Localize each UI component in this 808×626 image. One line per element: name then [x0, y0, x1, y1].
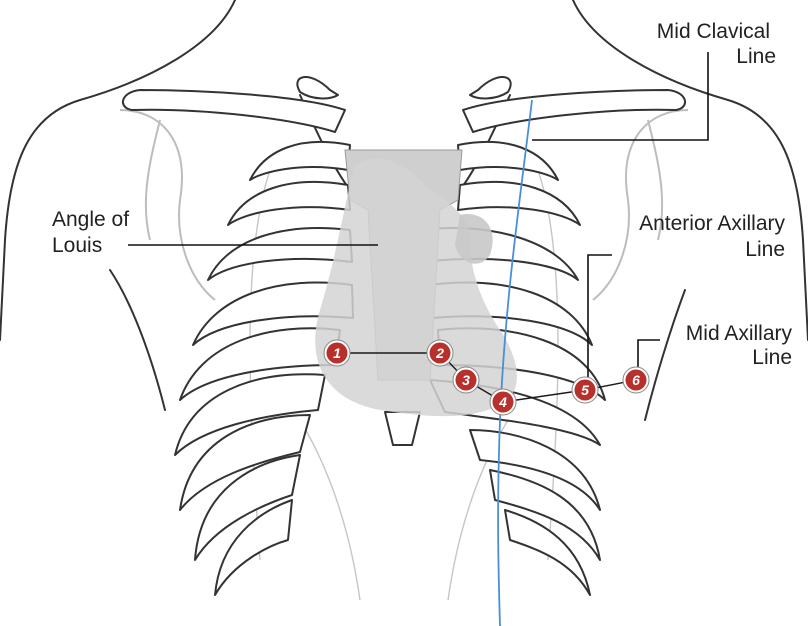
lead-v6-number: 6	[632, 372, 640, 388]
label-mid-clavical-line1: Mid Clavical	[657, 20, 770, 43]
lead-v5-marker: 5	[572, 377, 598, 403]
clavicles	[123, 77, 685, 132]
lead-v4-marker: 4	[490, 389, 516, 415]
label-mid-clavical-line2: Line	[736, 45, 776, 68]
label-mid-axillary-line2: Line	[752, 346, 792, 369]
lead-v2-number: 2	[435, 345, 444, 361]
label-angle-of-louis-line1: Angle of	[52, 208, 129, 231]
lead-v1-number: 1	[333, 345, 341, 361]
label-mid-clavical: Mid Clavical Line	[657, 20, 776, 68]
lead-v3-number: 3	[462, 372, 470, 388]
lead-v6-marker: 6	[623, 367, 649, 393]
lead-v5-number: 5	[581, 382, 589, 398]
lead-v1-marker: 1	[324, 340, 350, 366]
label-mid-axillary: Mid Axillary Line	[686, 322, 793, 369]
label-anterior-axillary-line1: Anterior Axillary	[639, 212, 785, 235]
label-angle-of-louis-line2: Louis	[52, 234, 102, 257]
label-anterior-axillary: Anterior Axillary Line	[639, 212, 785, 261]
label-mid-axillary-line1: Mid Axillary	[686, 322, 793, 345]
leader-anterior-axillary	[588, 255, 612, 385]
lead-v3-marker: 3	[453, 367, 479, 393]
lead-v2-marker: 2	[427, 340, 453, 366]
label-angle-of-louis: Angle of Louis	[52, 208, 129, 257]
label-anterior-axillary-line2: Line	[745, 238, 785, 261]
lead-v4-number: 4	[498, 394, 507, 410]
